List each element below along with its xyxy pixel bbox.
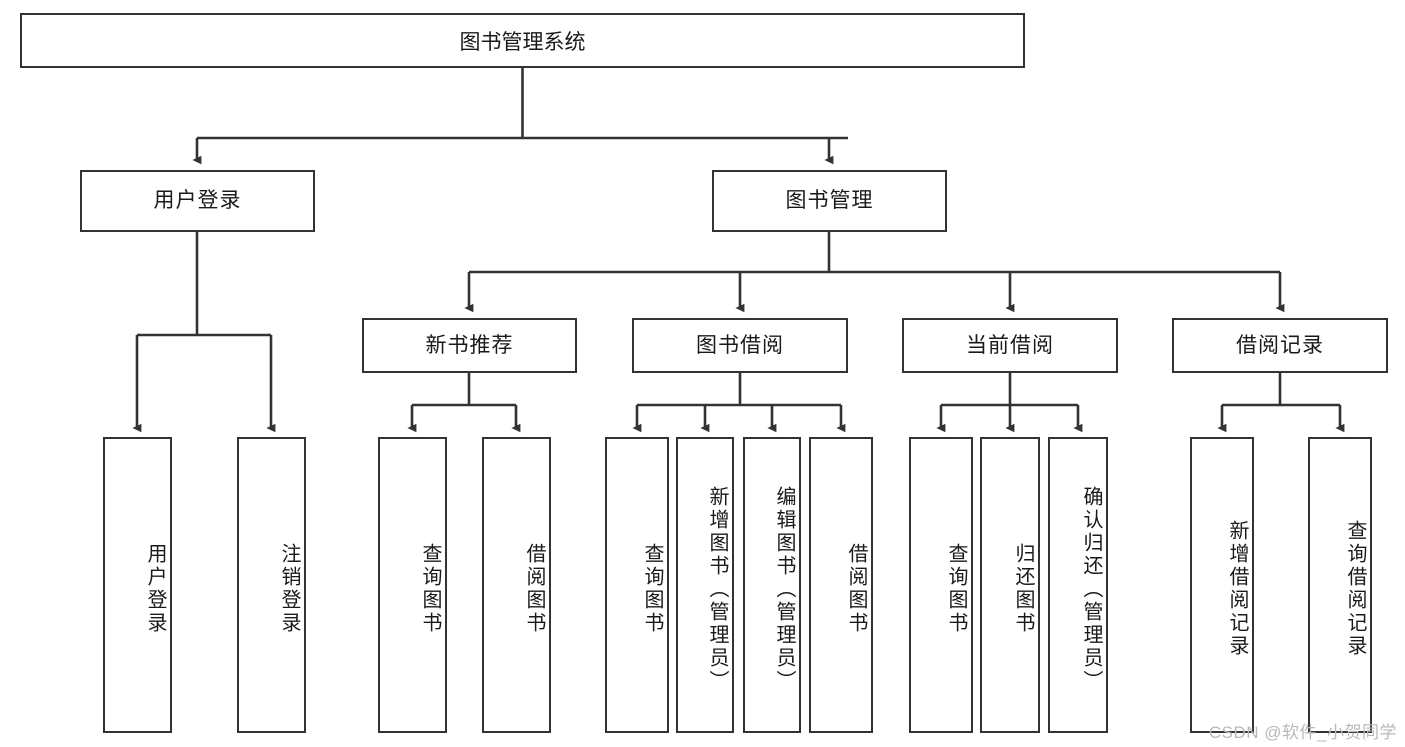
leaf-recommend-borrow-book[interactable]: 借阅图书 [482, 437, 551, 733]
node-book-management[interactable]: 图书管理 [712, 170, 947, 232]
node-label: 确认归还（管理员） [1080, 485, 1102, 693]
node-borrow-records[interactable]: 借阅记录 [1172, 318, 1388, 373]
node-book-borrow[interactable]: 图书借阅 [632, 318, 848, 373]
node-label: 用户登录 [144, 543, 166, 635]
csdn-watermark: CSDN @软件_小贺同学 [1208, 723, 1397, 742]
node-label: 当前借阅 [966, 333, 1054, 357]
leaf-borrow-add-book[interactable]: 新增图书（管理员） [676, 437, 734, 733]
node-label: 新增图书（管理员） [706, 485, 728, 693]
node-label: 注销登录 [278, 543, 300, 635]
leaf-recommend-query-book[interactable]: 查询图书 [378, 437, 447, 733]
node-label: 查询图书 [419, 543, 441, 635]
leaf-borrow-borrow-book[interactable]: 借阅图书 [809, 437, 873, 733]
node-label: 归还图书 [1012, 543, 1034, 635]
node-label: 图书管理系统 [459, 30, 586, 54]
node-root-system[interactable]: 图书管理系统 [20, 13, 1025, 68]
node-label: 新增借阅记录 [1226, 520, 1248, 658]
leaf-borrow-query-book[interactable]: 查询图书 [605, 437, 669, 733]
leaf-records-add-record[interactable]: 新增借阅记录 [1190, 437, 1254, 733]
leaf-records-query-record[interactable]: 查询借阅记录 [1308, 437, 1372, 733]
node-label: 查询借阅记录 [1344, 520, 1366, 658]
node-user-login[interactable]: 用户登录 [80, 170, 315, 232]
node-label: 查询图书 [945, 543, 967, 635]
node-label: 借阅记录 [1236, 333, 1324, 357]
node-label: 借阅图书 [845, 543, 867, 635]
node-current-borrow[interactable]: 当前借阅 [902, 318, 1118, 373]
node-label: 图书借阅 [696, 333, 784, 357]
leaf-current-confirm-return[interactable]: 确认归还（管理员） [1048, 437, 1108, 733]
leaf-user-login-login[interactable]: 用户登录 [103, 437, 172, 733]
leaf-borrow-edit-book[interactable]: 编辑图书（管理员） [743, 437, 801, 733]
leaf-user-login-logout[interactable]: 注销登录 [237, 437, 306, 733]
node-label: 编辑图书（管理员） [773, 485, 795, 693]
node-label: 查询图书 [641, 543, 663, 635]
leaf-current-query-book[interactable]: 查询图书 [909, 437, 973, 733]
node-label: 用户登录 [153, 189, 242, 213]
node-label: 图书管理 [785, 189, 874, 213]
leaf-current-return-book[interactable]: 归还图书 [980, 437, 1040, 733]
node-new-book-recommend[interactable]: 新书推荐 [362, 318, 577, 373]
node-label: 借阅图书 [523, 543, 545, 635]
node-label: 新书推荐 [425, 333, 514, 357]
